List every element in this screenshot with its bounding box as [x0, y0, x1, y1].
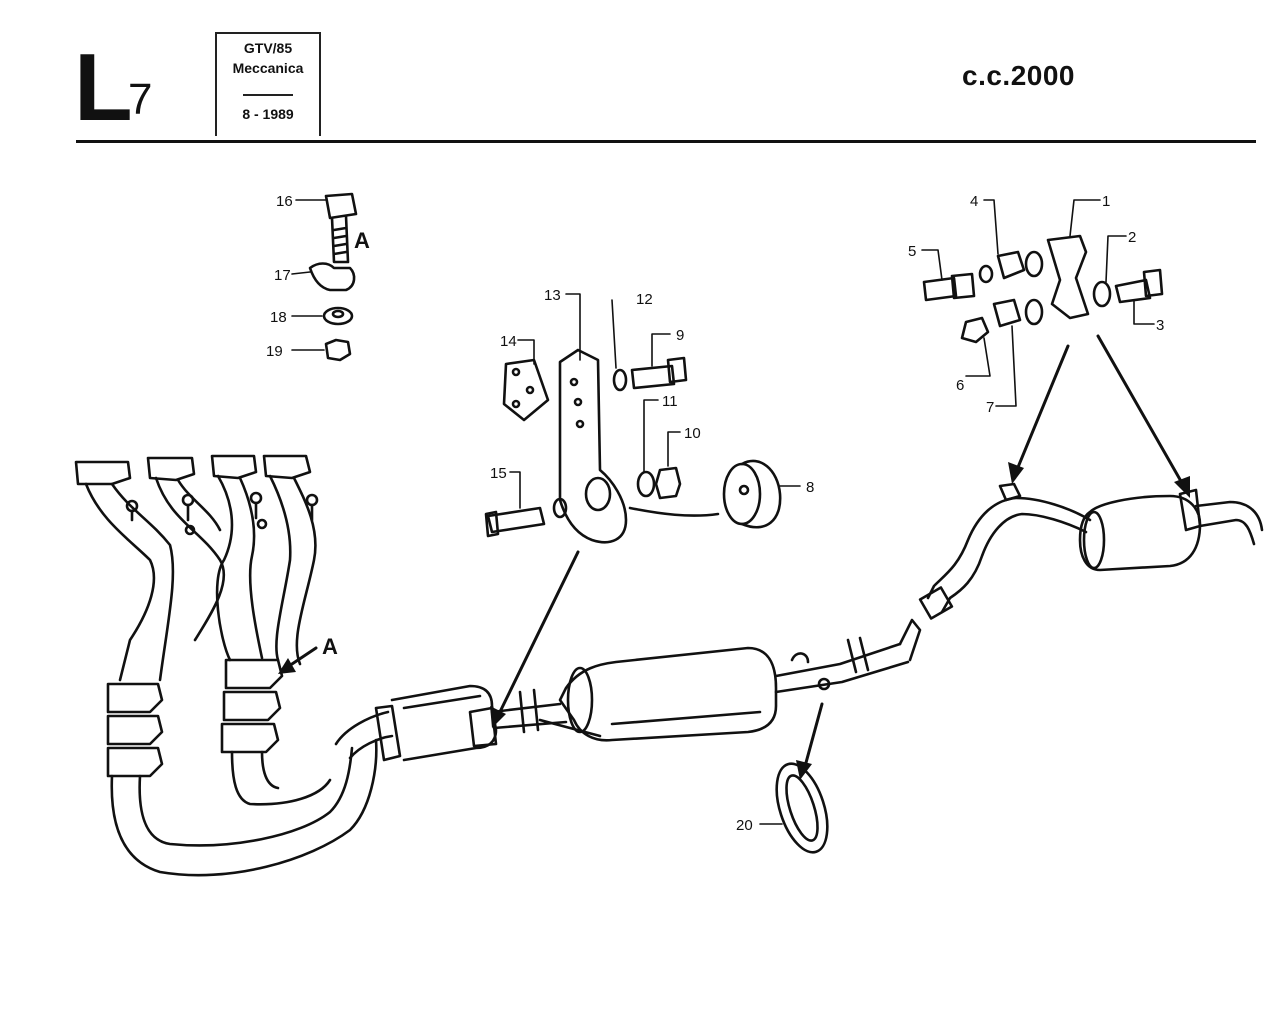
header-rule	[76, 140, 1256, 143]
callout-6: 6	[956, 377, 964, 394]
callout-12: 12	[636, 291, 653, 308]
callout-14: 14	[500, 333, 517, 350]
callout-11: 11	[662, 393, 678, 410]
callout-18: 18	[270, 309, 287, 326]
callout-10: 10	[684, 425, 701, 442]
page-number: 7	[128, 75, 153, 124]
callout-4: 4	[970, 193, 978, 210]
exhaust-manifold	[74, 454, 378, 877]
engine-displacement: c.c.2000	[962, 60, 1075, 91]
callout-2: 2	[1128, 229, 1136, 246]
callout-13: 13	[544, 287, 561, 304]
callout-20: 20	[736, 817, 753, 834]
date-label: 8 - 1989	[242, 106, 294, 122]
callout-15: 15	[490, 465, 507, 482]
detail-label-a-manifold: A	[322, 634, 338, 659]
model-label: GTV/85	[243, 40, 293, 56]
callout-19: 19	[266, 343, 283, 360]
callout-7: 7	[986, 399, 994, 416]
rear-pipe-silencer	[918, 482, 1264, 620]
category-label: Meccanica	[232, 60, 304, 76]
callout-16: 16	[276, 193, 293, 210]
front-pipe-catalyst	[334, 684, 568, 762]
centre-silencer	[538, 618, 922, 742]
callout-3: 3	[1156, 317, 1164, 334]
callout-17: 17	[274, 267, 291, 284]
model-info-box: GTV/85 Meccanica 8 - 1989	[215, 32, 321, 136]
detail-label-a-top: A	[354, 228, 370, 253]
pointer-arrows	[284, 334, 1188, 772]
bracket-assembly	[484, 348, 782, 544]
leader-lines	[291, 199, 1155, 825]
gasket-20	[775, 762, 829, 854]
callout-1: 1	[1102, 193, 1110, 210]
callout-numbers: 16 17 18 19 13 12 14 9 11 10 15 8 4 1 2 …	[266, 193, 1164, 834]
callout-5: 5	[908, 243, 916, 260]
section-letter: L	[74, 34, 133, 141]
arrow-heads	[278, 462, 1190, 780]
callout-8: 8	[806, 479, 814, 496]
callout-9: 9	[676, 327, 684, 344]
rear-hanger-set	[922, 234, 1164, 344]
bolt-set-16-19	[308, 192, 358, 362]
box-divider	[243, 94, 293, 96]
